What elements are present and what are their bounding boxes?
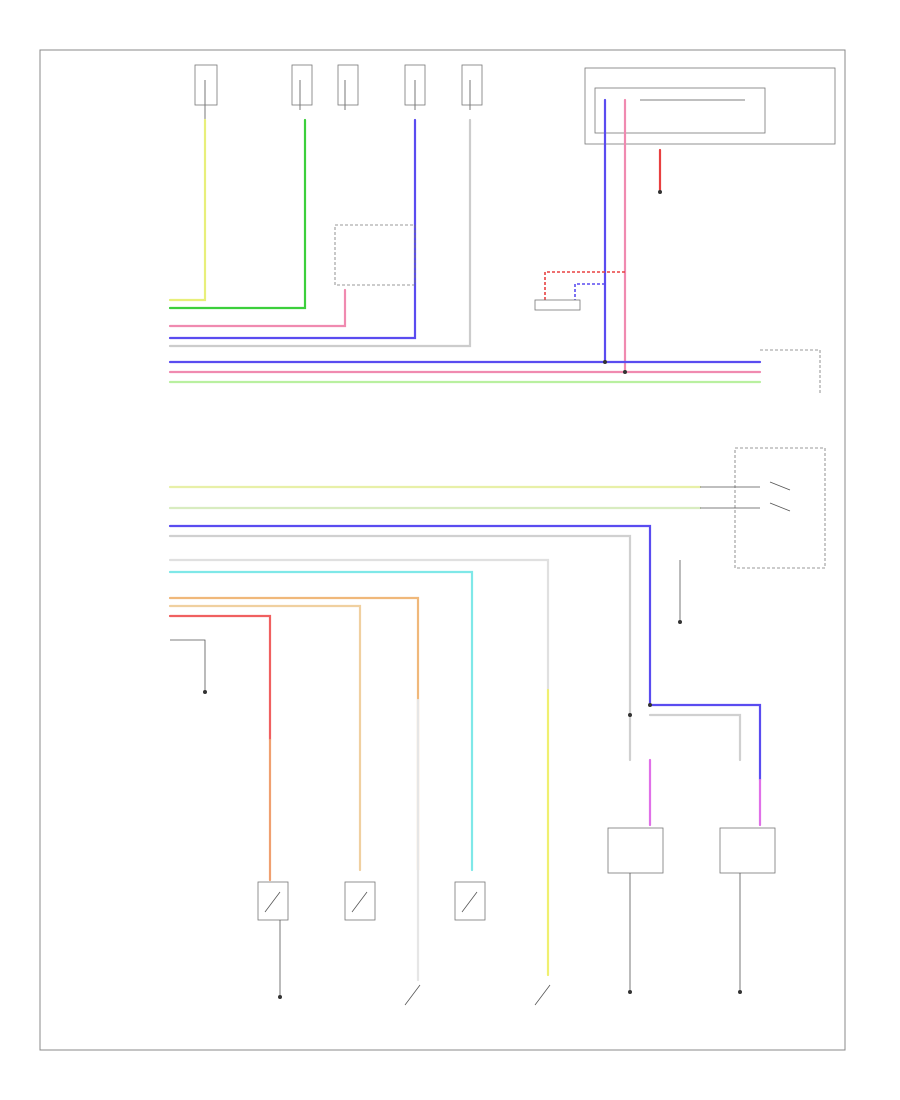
wire-blue-lower bbox=[168, 524, 762, 782]
diagram-frame bbox=[39, 49, 846, 1051]
connector-icon bbox=[534, 299, 581, 311]
actuator-group bbox=[607, 827, 776, 994]
ground-symbol-icon bbox=[628, 990, 632, 994]
control-module-box bbox=[584, 67, 836, 145]
splice-dot-icon bbox=[628, 713, 632, 717]
wire-grey-lower-2 bbox=[648, 713, 742, 762]
splice-dot-icon bbox=[648, 703, 652, 707]
wire-dashed-blue bbox=[574, 283, 605, 300]
switch-contact-icon bbox=[461, 891, 478, 913]
ground-symbol-icon bbox=[678, 620, 682, 624]
splice-dot-icon bbox=[623, 370, 627, 374]
wire-white bbox=[168, 558, 550, 692]
wire-orange bbox=[168, 596, 420, 872]
switch-contact-icon bbox=[264, 891, 281, 913]
right-connector-dashed bbox=[760, 349, 821, 395]
switch-contact-icon bbox=[404, 984, 421, 1006]
ground-symbol-icon bbox=[203, 690, 207, 694]
door-switch-group bbox=[257, 881, 551, 1006]
wire-lightorange bbox=[168, 604, 362, 872]
ground-symbol-icon bbox=[738, 990, 742, 994]
wire-cyan bbox=[168, 570, 474, 872]
switch-contact-icon bbox=[534, 984, 551, 1006]
switch-contact-icon bbox=[769, 481, 791, 491]
wire-dashed-red bbox=[544, 271, 625, 300]
wire-green bbox=[168, 118, 307, 310]
wire-yellow bbox=[168, 118, 207, 302]
power-feed-group bbox=[194, 64, 483, 120]
ground-symbol-icon bbox=[658, 190, 662, 194]
switch-contact-icon bbox=[769, 502, 791, 512]
wire-pink bbox=[168, 288, 347, 328]
wire-grey-top bbox=[168, 118, 472, 348]
wire-red bbox=[168, 614, 272, 742]
switch-contact-icon bbox=[351, 891, 368, 913]
security-unit-box bbox=[334, 224, 416, 286]
wire-blue-top bbox=[168, 118, 417, 340]
wire-grey-lower bbox=[168, 534, 632, 762]
splice-dot-icon bbox=[603, 360, 607, 364]
ground-symbol-icon bbox=[278, 995, 282, 999]
